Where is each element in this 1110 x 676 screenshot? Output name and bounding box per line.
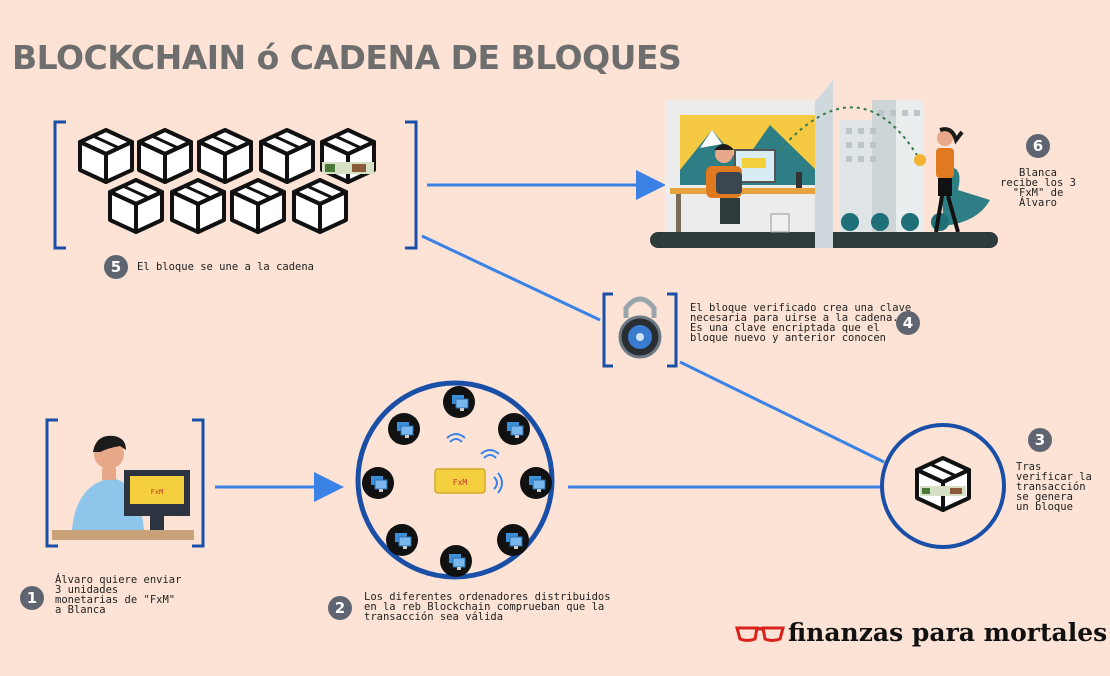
chain-block <box>320 128 376 184</box>
step-4-caption: El bloque verificado crea una clave nece… <box>690 302 912 344</box>
step-5-badge: 5 <box>104 255 128 279</box>
glasses-icon <box>735 626 785 642</box>
fxm-ticket: FxM <box>434 468 486 494</box>
new-block-circle <box>880 423 1006 549</box>
chain-block <box>230 178 286 234</box>
node-network: FxM <box>355 380 555 580</box>
svg-text:FxM: FxM <box>151 488 164 496</box>
sender-group: FxM <box>45 418 205 548</box>
office-scene <box>650 80 998 248</box>
step-2-badge: 2 <box>328 596 352 620</box>
svg-text:FxM: FxM <box>453 478 468 487</box>
bracket-right <box>405 120 418 250</box>
page-title: BLOCKCHAIN ó CADENA DE BLOQUES <box>12 38 682 77</box>
chain-block <box>78 128 134 184</box>
chain-block <box>137 128 193 184</box>
chain-block <box>108 178 164 234</box>
chain-block <box>292 178 348 234</box>
step-1-caption: Álvaro quiere enviar 3 unidades monetari… <box>55 574 182 616</box>
logo-text: finanzas para mortales <box>788 618 1108 647</box>
flow-arrows <box>215 170 885 502</box>
step-5-caption: El bloque se une a la cadena <box>137 261 315 273</box>
step-6-caption: Blanca recibe los 3 "FxM" de Álvaro <box>1000 167 1076 209</box>
step-6-badge: 6 <box>1026 134 1050 158</box>
step-1-badge: 1 <box>20 586 44 610</box>
step-3-badge: 3 <box>1028 428 1052 452</box>
line-4-to-5 <box>421 234 601 322</box>
lock-group <box>602 292 678 368</box>
step-3-caption: Tras verificar la transacción se genera … <box>1016 461 1092 513</box>
chain-block <box>259 128 315 184</box>
block-chain-group <box>53 120 418 250</box>
bracket-left <box>53 120 66 250</box>
step-4-badge: 4 <box>896 311 920 335</box>
line-3-to-4 <box>679 360 885 464</box>
chain-block <box>170 178 226 234</box>
step-2-caption: Los diferentes ordenadores distribuidos … <box>364 591 611 623</box>
chain-block <box>197 128 253 184</box>
